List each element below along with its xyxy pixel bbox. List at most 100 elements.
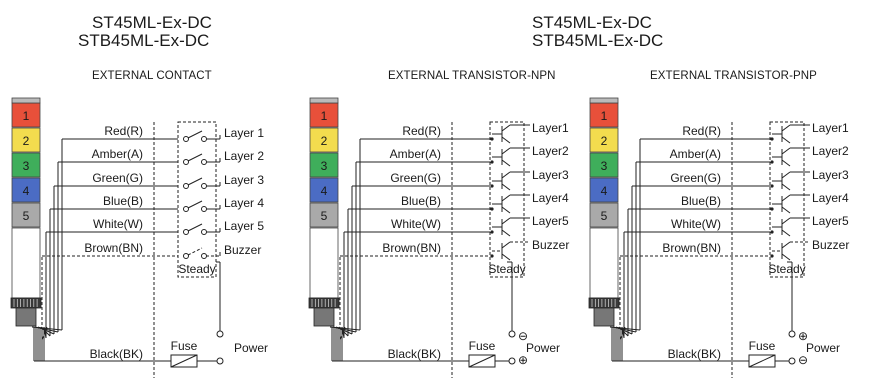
tower-connector (593, 307, 615, 327)
wire-label-5: White(W) (93, 217, 143, 231)
contact-terminal (183, 159, 189, 165)
wire-label-2: Amber(A) (390, 147, 441, 161)
contact-switch (187, 153, 203, 162)
tower-tier-label: 5 (601, 209, 608, 223)
junction-dot (770, 160, 774, 164)
junction-dot (490, 160, 494, 164)
tower-cap (589, 97, 619, 104)
tower-tier-label: 4 (601, 184, 608, 198)
panel-title-npn: EXTERNAL TRANSISTOR-NPN (388, 70, 556, 82)
contact-switch (187, 223, 203, 232)
tower-tier-label: 4 (321, 184, 328, 198)
wire-label-1: Red(R) (402, 124, 441, 138)
black-label: Black(BK) (668, 347, 721, 361)
switch-box (177, 121, 217, 278)
black-label: Black(BK) (388, 347, 441, 361)
model-name-right-1: ST45ML-Ex-DC (532, 13, 652, 32)
transistor-emitter (781, 136, 791, 144)
contact-switch (187, 130, 203, 139)
transistor-collector (501, 147, 511, 155)
wire-label-1: Red(R) (682, 124, 721, 138)
layer-label-6: Buzzer (812, 238, 849, 252)
contact-switch (187, 200, 203, 209)
steady-label: Steady (488, 262, 525, 276)
junction-dot (770, 207, 774, 211)
layer-label-6: Buzzer (532, 238, 569, 252)
wiring-panel-3: 12345Red(R)Layer1Amber(A)Layer2Green(G)L… (588, 97, 849, 378)
transistor-emitter (501, 136, 511, 144)
tower-tier-2 (309, 127, 339, 153)
tower-connector (313, 307, 335, 327)
transistor-collector (781, 147, 791, 155)
layer-label-4: Layer4 (812, 191, 849, 205)
tower-tier-1 (309, 102, 339, 128)
wire-label-3: Green(G) (390, 171, 441, 185)
wire-label-5: White(W) (671, 217, 721, 231)
wire-label-2: Amber(A) (670, 147, 721, 161)
layer-label-5: Layer5 (812, 214, 849, 228)
wire-label-6: Brown(BN) (662, 241, 721, 255)
transistor-collector (781, 124, 791, 132)
tower-tier-label: 5 (321, 209, 328, 223)
transistor-emitter (781, 253, 791, 261)
contact-terminal (183, 229, 189, 235)
contact-switch (187, 247, 203, 256)
contact-terminal (201, 136, 207, 142)
layer-label-3: Layer3 (812, 168, 849, 182)
layer-label-3: Layer3 (532, 168, 569, 182)
tower-body (589, 227, 619, 299)
power-terminal (216, 330, 224, 338)
tower-tier-5 (309, 202, 339, 228)
tower-base-ring (10, 297, 42, 309)
fuse-element (748, 354, 776, 368)
tower-tier-label: 3 (321, 159, 328, 173)
layer-label-2: Layer2 (532, 144, 569, 158)
switch-box (769, 121, 805, 278)
tower-body (11, 227, 41, 299)
transistor-collector (781, 194, 791, 202)
transistor-emitter (501, 183, 511, 191)
contact-terminal (201, 183, 207, 189)
junction-dot (490, 137, 494, 141)
model-name-left-1: ST45ML-Ex-DC (92, 13, 212, 32)
contact-terminal (183, 183, 189, 189)
wire-label-6: Brown(BN) (382, 241, 441, 255)
junction-dot (770, 184, 774, 188)
layer-label-2: Layer2 (812, 144, 849, 158)
junction-dot (490, 254, 494, 258)
tower-tier-label: 2 (321, 134, 328, 148)
transistor-emitter (781, 206, 791, 214)
layer-label-2: Layer 2 (224, 149, 264, 163)
wire-label-3: Green(G) (92, 171, 143, 185)
steady-label: Steady (178, 262, 215, 276)
junction-dot (770, 230, 774, 234)
tower-tier-label: 5 (23, 209, 30, 223)
wire-label-4: Blue(B) (103, 194, 143, 208)
junction-dot (490, 207, 494, 211)
fuse-label: Fuse (171, 339, 198, 353)
polarity-bottom: ⊖ (798, 353, 808, 367)
contact-terminal (201, 159, 207, 165)
layer-label-4: Layer4 (532, 191, 569, 205)
steady-label: Steady (768, 262, 805, 276)
transistor-collector (501, 241, 511, 249)
tower-tier-5 (11, 202, 41, 228)
wire-label-3: Green(G) (670, 171, 721, 185)
transistor-emitter (781, 159, 791, 167)
layer-label-6: Buzzer (224, 243, 261, 257)
tower-tier-2 (589, 127, 619, 153)
tower-connector (15, 307, 37, 327)
power-terminal (216, 357, 224, 365)
tower-tier-4 (11, 177, 41, 203)
tower-base-ring (308, 297, 340, 309)
tower-cap (11, 97, 41, 104)
transistor-emitter (501, 229, 511, 237)
layer-label-1: Layer1 (812, 121, 849, 135)
contact-switch (187, 177, 203, 186)
black-label: Black(BK) (90, 347, 143, 361)
transistor-collector (781, 217, 791, 225)
layer-label-1: Layer 1 (224, 126, 264, 140)
tower-tier-5 (589, 202, 619, 228)
tower-tier-label: 4 (23, 184, 30, 198)
power-label: Power (526, 341, 560, 355)
